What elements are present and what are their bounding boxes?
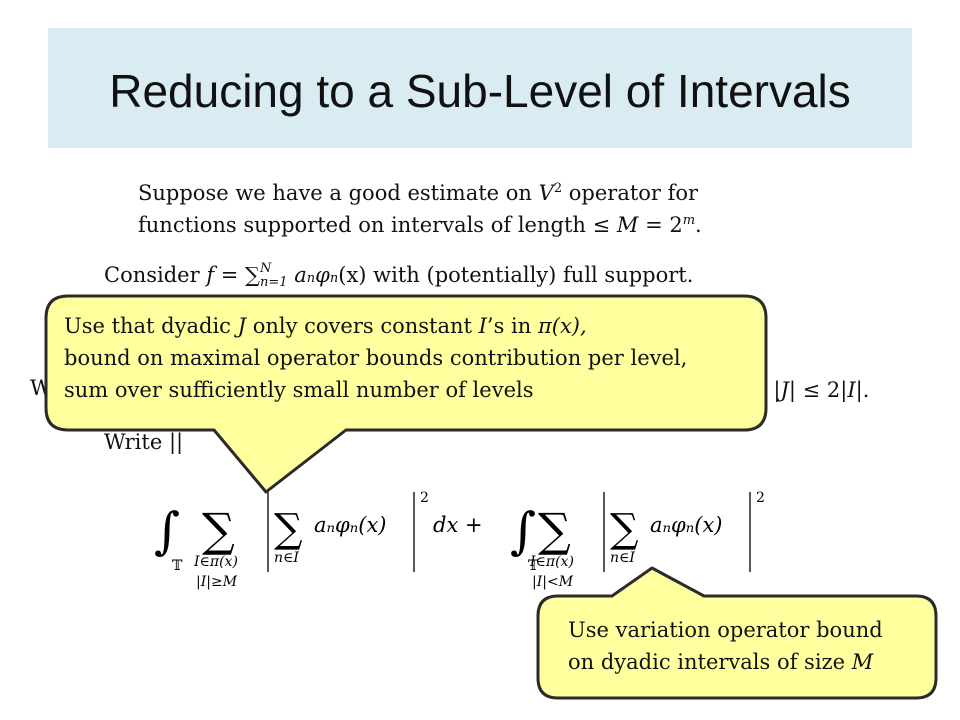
dx-plus: dx + — [433, 513, 483, 537]
summand: aₙφₙ(x) — [314, 513, 386, 537]
suppose-line-2: functions supported on intervals of leng… — [138, 213, 702, 237]
callout-lower-line-2: on dyadic intervals of size M — [568, 650, 874, 674]
inner-sum-sign-2: ∑ — [610, 506, 639, 552]
callout-upper-line-2: bound on maximal operator bounds contrib… — [64, 346, 688, 370]
outer-sum-index-2: I∈π(x) — [529, 554, 574, 570]
title-banner — [48, 28, 912, 148]
callout-upper-line-1: Use that dyadic J only covers constant I… — [64, 314, 587, 338]
outer-sum-condition-2: |I|<M — [532, 574, 574, 590]
inner-sum-sign: ∑ — [274, 506, 303, 552]
slide-title: Reducing to a Sub-Level of Intervals — [109, 65, 851, 117]
suppose-line-1: Suppose we have a good estimate on V2 op… — [138, 181, 699, 205]
integral-sign-2: ∫ — [510, 502, 536, 560]
inner-sum-index: n∈I — [274, 550, 299, 566]
outer-sum-condition: |I|≥M — [196, 574, 238, 590]
main-formula: ∫ 𝕋 ∑ I∈π(x) |I|≥M ∑ n∈I aₙφₙ(x) 2 dx + … — [154, 490, 765, 590]
torus-subscript-2: 𝕋 — [528, 558, 539, 574]
outer-sum-sign-2: ∑ — [538, 503, 571, 557]
square-exponent: 2 — [420, 490, 429, 506]
callout-lower-line-1: Use variation operator bound — [568, 618, 883, 642]
write-fragment: Write || — [104, 430, 184, 454]
outer-sum-sign: ∑ — [202, 503, 235, 557]
summand-2: aₙφₙ(x) — [650, 513, 722, 537]
integral-sign: ∫ — [154, 502, 180, 560]
callout-upper-line-3: sum over sufficiently small number of le… — [64, 378, 534, 402]
outer-sum-index: I∈π(x) — [193, 554, 238, 570]
inner-sum-index-2: n∈I — [610, 550, 635, 566]
torus-subscript: 𝕋 — [172, 558, 183, 574]
square-exponent-2: 2 — [756, 490, 765, 506]
